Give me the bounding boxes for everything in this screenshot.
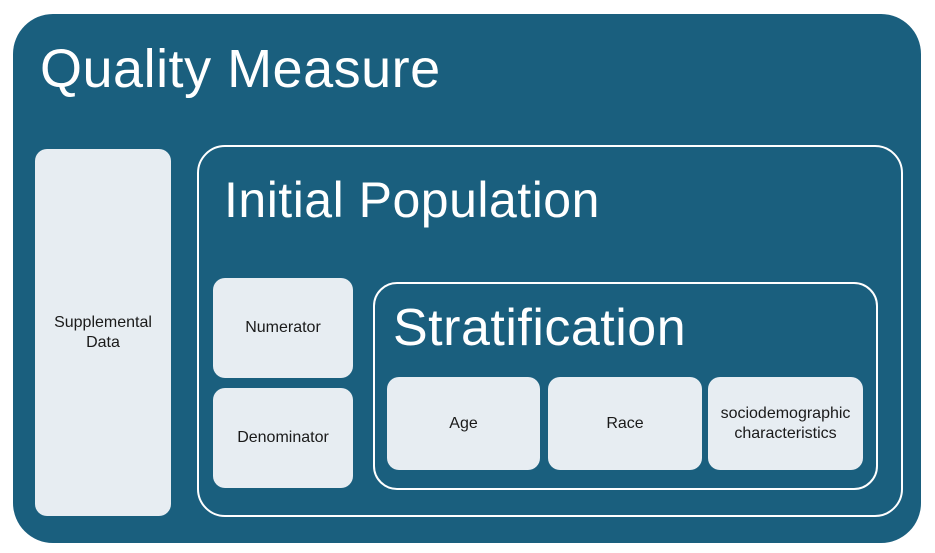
age-label: Age — [449, 414, 478, 432]
stratification-item-age: Age — [387, 377, 540, 470]
quality-measure-container: Quality Measure Supplemental Data Initia… — [13, 14, 921, 543]
stratification-title: Stratification — [393, 299, 687, 357]
quality-measure-title: Quality Measure — [40, 39, 441, 99]
stratification-item-race: Race — [548, 377, 702, 470]
denominator-box: Denominator — [213, 388, 353, 488]
denominator-label: Denominator — [237, 429, 329, 446]
numerator-box: Numerator — [213, 278, 353, 378]
initial-population-container: Initial Population Numerator Denominator… — [197, 145, 903, 517]
supplemental-data-label: Supplemental Data — [54, 313, 152, 351]
initial-population-title: Initial Population — [224, 172, 600, 228]
numerator-label: Numerator — [245, 319, 321, 336]
stratification-item-sociodemographic: sociodemographic characteristics — [708, 377, 863, 470]
race-label: Race — [606, 414, 644, 432]
stratification-container: Stratification Age Race sociodemographic… — [373, 282, 878, 490]
sociodemographic-label: sociodemographic characteristics — [720, 404, 851, 442]
supplemental-data-box: Supplemental Data — [35, 149, 171, 516]
